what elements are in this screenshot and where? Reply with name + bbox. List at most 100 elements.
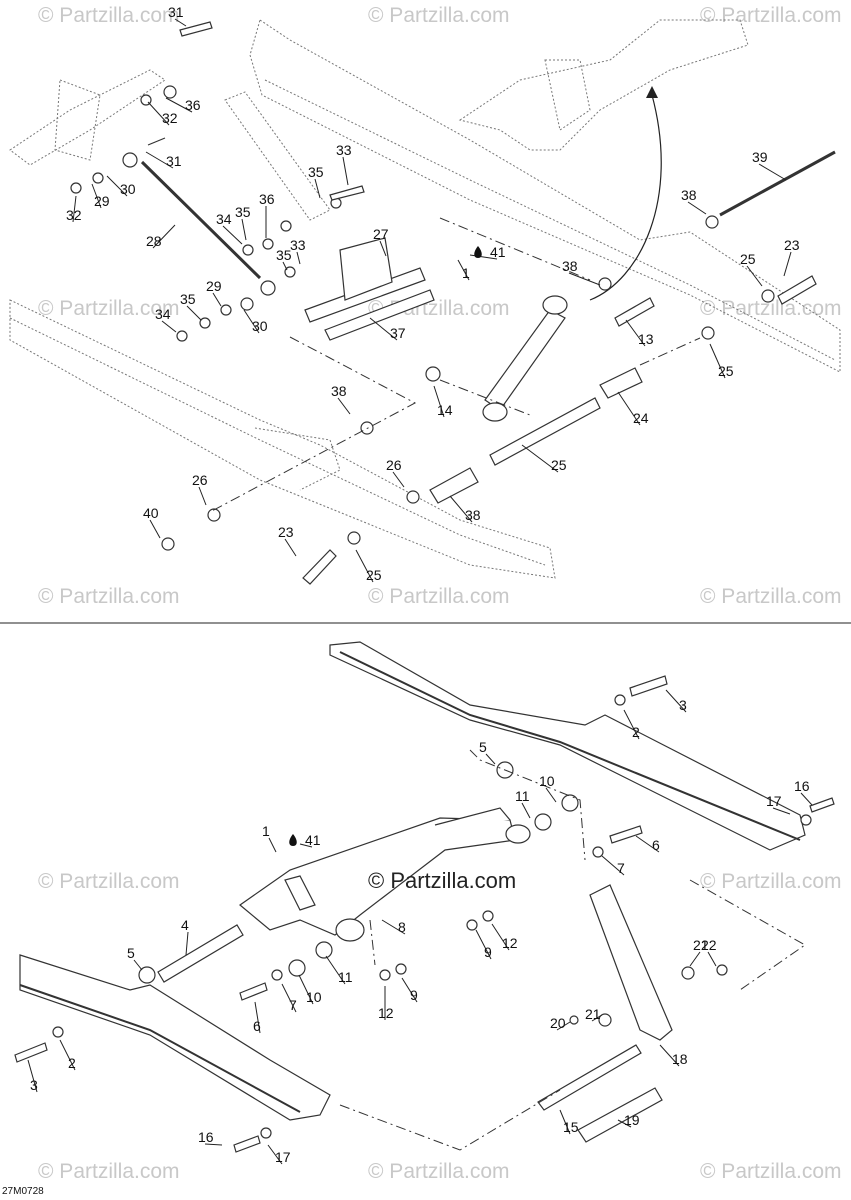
bottom-assembly-drawing <box>14 641 835 1153</box>
bottom-callout-2: 2 <box>632 724 640 740</box>
top-callout-23: 23 <box>278 524 294 540</box>
bottom-callout-6: 6 <box>253 1018 261 1034</box>
bottom-callout-21: 21 <box>693 937 709 953</box>
bottom-callout-9: 9 <box>484 944 492 960</box>
bottom-leader-line <box>623 709 640 740</box>
bottom-leader-line <box>204 1143 223 1146</box>
top-leader-line <box>161 320 177 333</box>
top-leader-line <box>314 178 321 199</box>
top-leader-line <box>369 317 398 341</box>
top-callout-29: 29 <box>206 278 222 294</box>
bottom-leader-line <box>800 792 813 806</box>
top-leader-line <box>355 549 374 583</box>
watermark-text: © Partzilla.com <box>700 870 842 893</box>
watermark-text: © Partzilla.com <box>38 4 180 27</box>
top-assembly-drawing <box>9 19 841 585</box>
bottom-callout-22: 22 <box>701 937 717 953</box>
top-callout-37: 37 <box>390 325 406 341</box>
top-leader-line <box>625 319 646 347</box>
top-leader-line <box>783 251 792 277</box>
top-callout-40: 40 <box>143 505 159 521</box>
watermark-text: © Partzilla.com <box>700 4 842 27</box>
bottom-callout-41: 41 <box>305 832 321 848</box>
drawing-code: 27M0728 <box>2 1186 44 1197</box>
bottom-leader-line <box>559 1109 571 1135</box>
top-callout-14: 14 <box>437 402 453 418</box>
top-callout-36: 36 <box>185 97 201 113</box>
bottom-leader-line <box>185 931 189 956</box>
top-leader-line <box>746 265 763 287</box>
top-leader-line <box>145 151 174 169</box>
top-leader-line <box>243 309 260 334</box>
bottom-leader-line <box>401 977 418 1003</box>
bottom-leader-line <box>475 929 492 960</box>
top-leader-line <box>165 97 193 113</box>
bottom-leader-line <box>133 959 143 971</box>
top-leader-line <box>617 391 641 426</box>
top-callout-31: 31 <box>166 153 182 169</box>
watermark-text: © Partzilla.com <box>38 1160 180 1183</box>
top-callout-26: 26 <box>192 472 208 488</box>
top-callout-41: 41 <box>490 244 506 260</box>
bottom-callout-15: 15 <box>563 1119 579 1135</box>
drop-icon <box>474 246 482 258</box>
top-callout-35: 35 <box>308 164 324 180</box>
top-callout-39: 39 <box>752 149 768 165</box>
top-leader-line <box>709 343 726 379</box>
top-leader-line <box>449 495 473 523</box>
top-callout-33: 33 <box>290 237 306 253</box>
top-callout-38: 38 <box>562 258 578 274</box>
bottom-callout-11: 11 <box>515 788 530 804</box>
bottom-leader-line <box>772 807 791 815</box>
top-callout-38: 38 <box>681 187 697 203</box>
watermark-text: © Partzilla.com <box>38 585 180 608</box>
watermark-text: © Partzilla.com <box>368 4 510 27</box>
bottom-leader-line <box>59 1039 76 1071</box>
top-callout-23: 23 <box>784 237 800 253</box>
watermark-text: © Partzilla.com <box>38 870 180 893</box>
top-leader-line <box>174 18 187 27</box>
bottom-callout-7: 7 <box>617 860 625 876</box>
bottom-callout-9: 9 <box>410 987 418 1003</box>
top-callout-38: 38 <box>465 507 481 523</box>
bottom-leader-line <box>27 1059 38 1093</box>
top-leader-line <box>91 183 102 209</box>
bottom-callout-8: 8 <box>398 919 406 935</box>
watermark-text: © Partzilla.com <box>700 1160 842 1183</box>
top-leader-line <box>392 471 405 488</box>
bottom-callout-10: 10 <box>539 773 555 789</box>
bottom-leader-line <box>521 802 531 819</box>
bottom-callout-17: 17 <box>275 1149 291 1165</box>
bottom-callout-10: 10 <box>306 989 322 1005</box>
top-callout-35: 35 <box>180 291 196 307</box>
bottom-leader-line <box>325 955 346 985</box>
bottom-callout-21: 21 <box>585 1006 601 1022</box>
drop-icon <box>289 834 297 846</box>
bottom-callout-3: 3 <box>679 697 687 713</box>
bottom-callout-7: 7 <box>289 997 297 1013</box>
bottom-leader-line <box>601 855 625 876</box>
bottom-leader-line <box>659 1044 680 1067</box>
watermark-text: © Partzilla.com <box>38 297 180 320</box>
bottom-leader-line <box>707 951 717 967</box>
bottom-leader-line <box>591 1014 603 1022</box>
bottom-leader-line <box>298 974 314 1005</box>
bottom-leader-line <box>254 1001 261 1034</box>
bottom-callout-12: 12 <box>502 935 518 951</box>
top-callout-28: 28 <box>146 233 162 249</box>
top-leader-line <box>152 224 176 249</box>
bottom-leader-line <box>665 689 687 713</box>
watermark-layer: © Partzilla.com © Partzilla.com © Partzill… <box>38 4 842 1183</box>
bottom-callout-3: 3 <box>30 1077 38 1093</box>
bottom-callout-19: 19 <box>624 1112 640 1128</box>
bottom-leader-line <box>617 1119 632 1128</box>
top-callout-35: 35 <box>235 204 251 220</box>
bottom-leader-line <box>485 753 496 765</box>
top-leader-line <box>212 292 222 307</box>
top-leader-line <box>222 225 243 245</box>
bottom-callout-5: 5 <box>127 945 135 961</box>
top-leader-line <box>521 444 559 473</box>
top-leader-line <box>149 519 161 539</box>
